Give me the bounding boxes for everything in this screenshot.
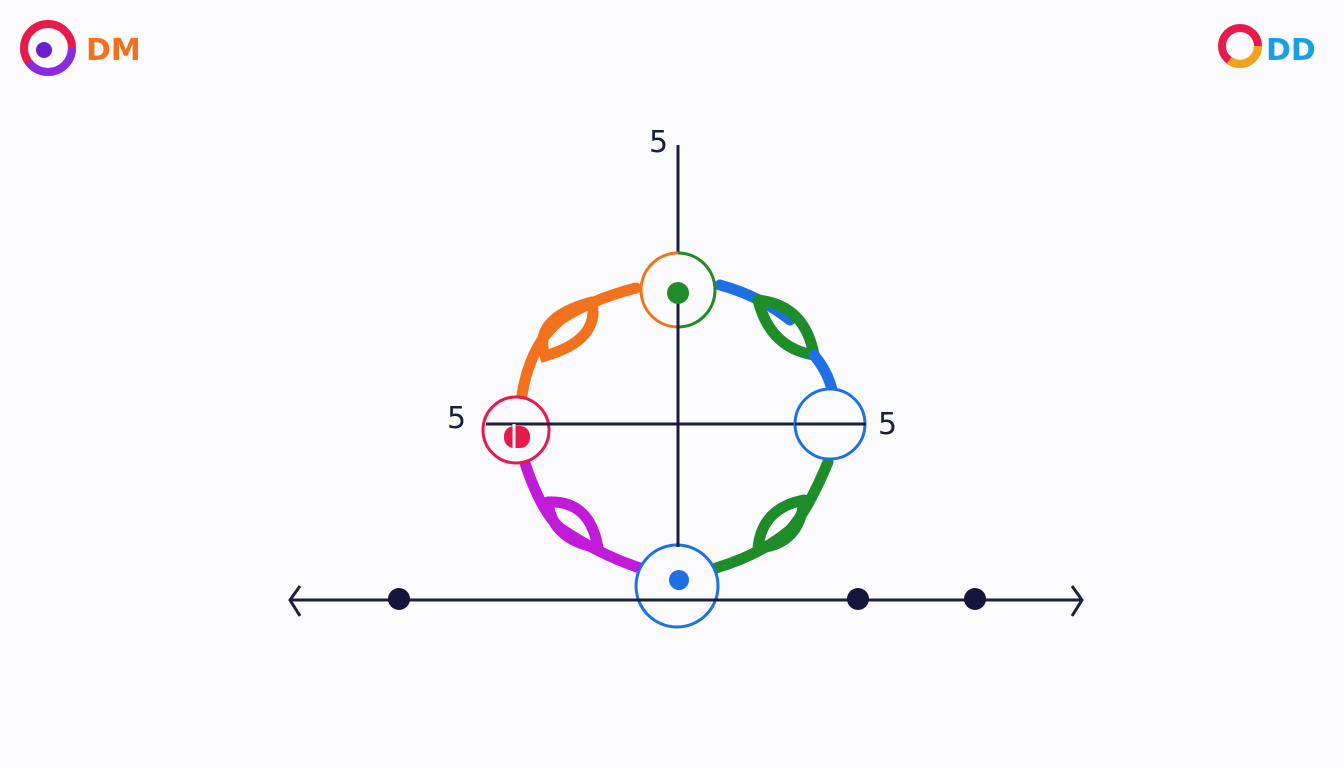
number-line-dot: [388, 588, 410, 610]
node-top: [639, 251, 717, 330]
brand-swirl-icon: [1218, 24, 1262, 68]
logo-left-text: DM: [86, 33, 141, 68]
arc-top-left-loop: [537, 296, 599, 363]
node-bottom: [634, 540, 720, 629]
arc-right-upper: [808, 349, 838, 396]
logo-right-text: DD: [1266, 33, 1316, 68]
logo-left: DM: [20, 20, 141, 76]
node-left-dot: [504, 426, 530, 448]
node-top-dot: [667, 282, 689, 304]
number-line-dot: [964, 588, 986, 610]
number-line-dot: [847, 588, 869, 610]
brand-swirl-icon: [20, 20, 76, 76]
node-bottom-dot: [669, 570, 689, 590]
arc-left-lower-loop: [542, 496, 605, 555]
right-arrow-icon: [1070, 585, 1084, 617]
node-left: [481, 395, 551, 465]
logo-right: DD: [1218, 24, 1316, 68]
axis-label-left: 5: [447, 401, 466, 436]
node-right: [793, 387, 867, 461]
arc-right-lower-loop: [751, 494, 810, 554]
ring: [516, 279, 838, 574]
axis-label-top: 5: [649, 125, 668, 160]
left-arrow-icon: [288, 585, 302, 617]
axis-label-right: 5: [878, 407, 897, 442]
